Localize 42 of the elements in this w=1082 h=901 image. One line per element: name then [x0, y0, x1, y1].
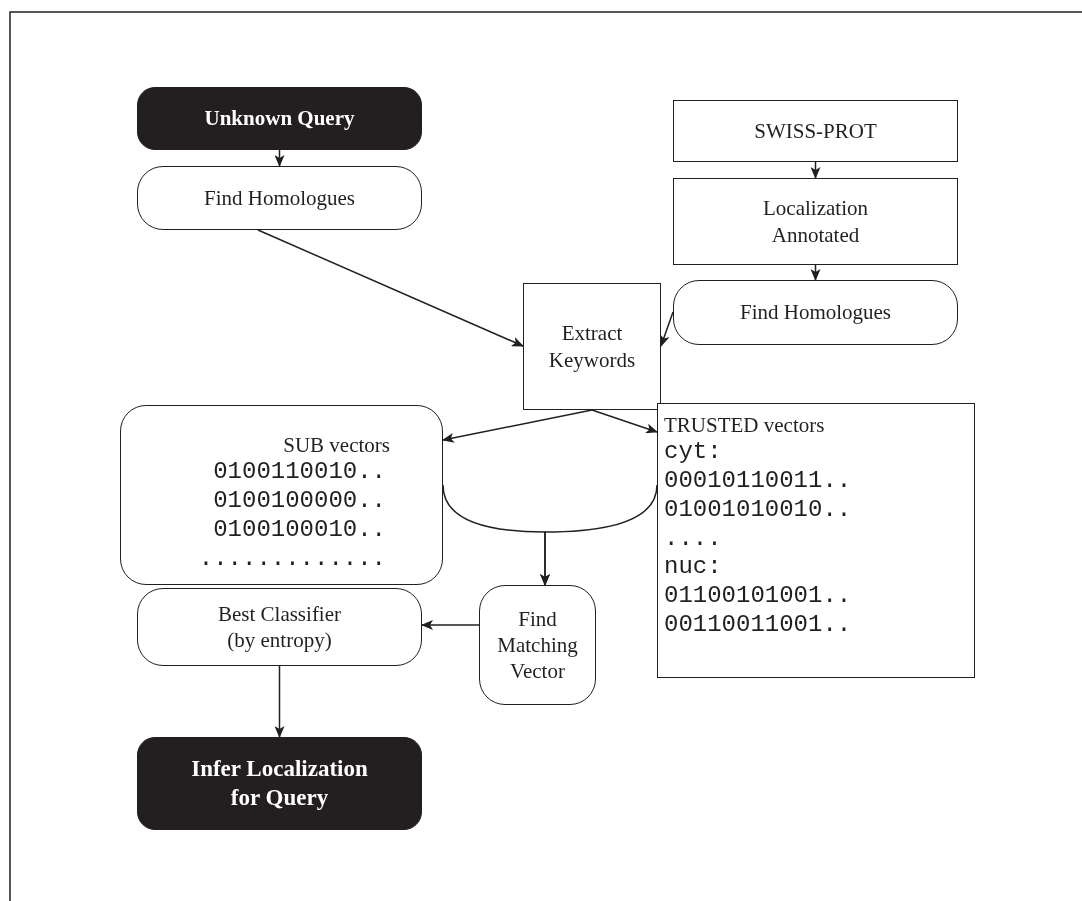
- terminal-box: [137, 87, 422, 150]
- node-label: Find Homologues: [203, 184, 356, 212]
- arrow: [257, 229, 524, 347]
- vector-text: 0100100000..: [213, 487, 386, 516]
- vector-text: 0100100010..: [213, 515, 386, 545]
- vector-text: ....: [664, 524, 722, 554]
- process-box: [523, 283, 661, 410]
- node-label: Localization Annotated: [762, 195, 869, 248]
- vector-text: 01001010010..: [664, 495, 852, 525]
- process-box: [137, 166, 422, 230]
- arrow: [274, 665, 285, 738]
- process-box: [137, 588, 422, 666]
- vector-text: 00010110011..: [664, 467, 852, 496]
- vector-text: cyt:: [664, 438, 722, 468]
- process-box: [673, 280, 958, 345]
- terminal-box: [137, 737, 422, 830]
- arrow: [810, 264, 821, 281]
- arrow: [442, 409, 593, 443]
- vector-text: nuc:: [664, 553, 722, 583]
- node-label: SWISS-PROT: [754, 117, 877, 145]
- node-label: TRUSTED vectors: [664, 412, 825, 439]
- arrow: [591, 409, 658, 434]
- process-box: [673, 100, 958, 162]
- node-label: Unknown Query: [204, 105, 355, 132]
- node-label: SUB vectors: [283, 432, 390, 459]
- node-label: Find Matching Vector: [496, 605, 579, 685]
- process-box: [673, 178, 958, 265]
- vector-text: 01100101001..: [664, 582, 852, 612]
- node-label: Find Homologues: [739, 299, 892, 326]
- process-box: [120, 405, 443, 585]
- arrow: [810, 161, 821, 179]
- process-box: [657, 403, 975, 678]
- node-label: Infer Localization for Query: [190, 754, 369, 812]
- vector-text: 00110011001..: [664, 611, 852, 640]
- node-label: Best Classifier (by entropy): [216, 600, 343, 654]
- arrow: [274, 149, 285, 167]
- node-label: Extract Keywords: [547, 320, 637, 373]
- vector-text: 0100110010..: [213, 458, 386, 488]
- arrow: [659, 311, 674, 347]
- vector-text: .............: [198, 544, 386, 574]
- process-box: [479, 585, 596, 705]
- arrow: [421, 620, 480, 630]
